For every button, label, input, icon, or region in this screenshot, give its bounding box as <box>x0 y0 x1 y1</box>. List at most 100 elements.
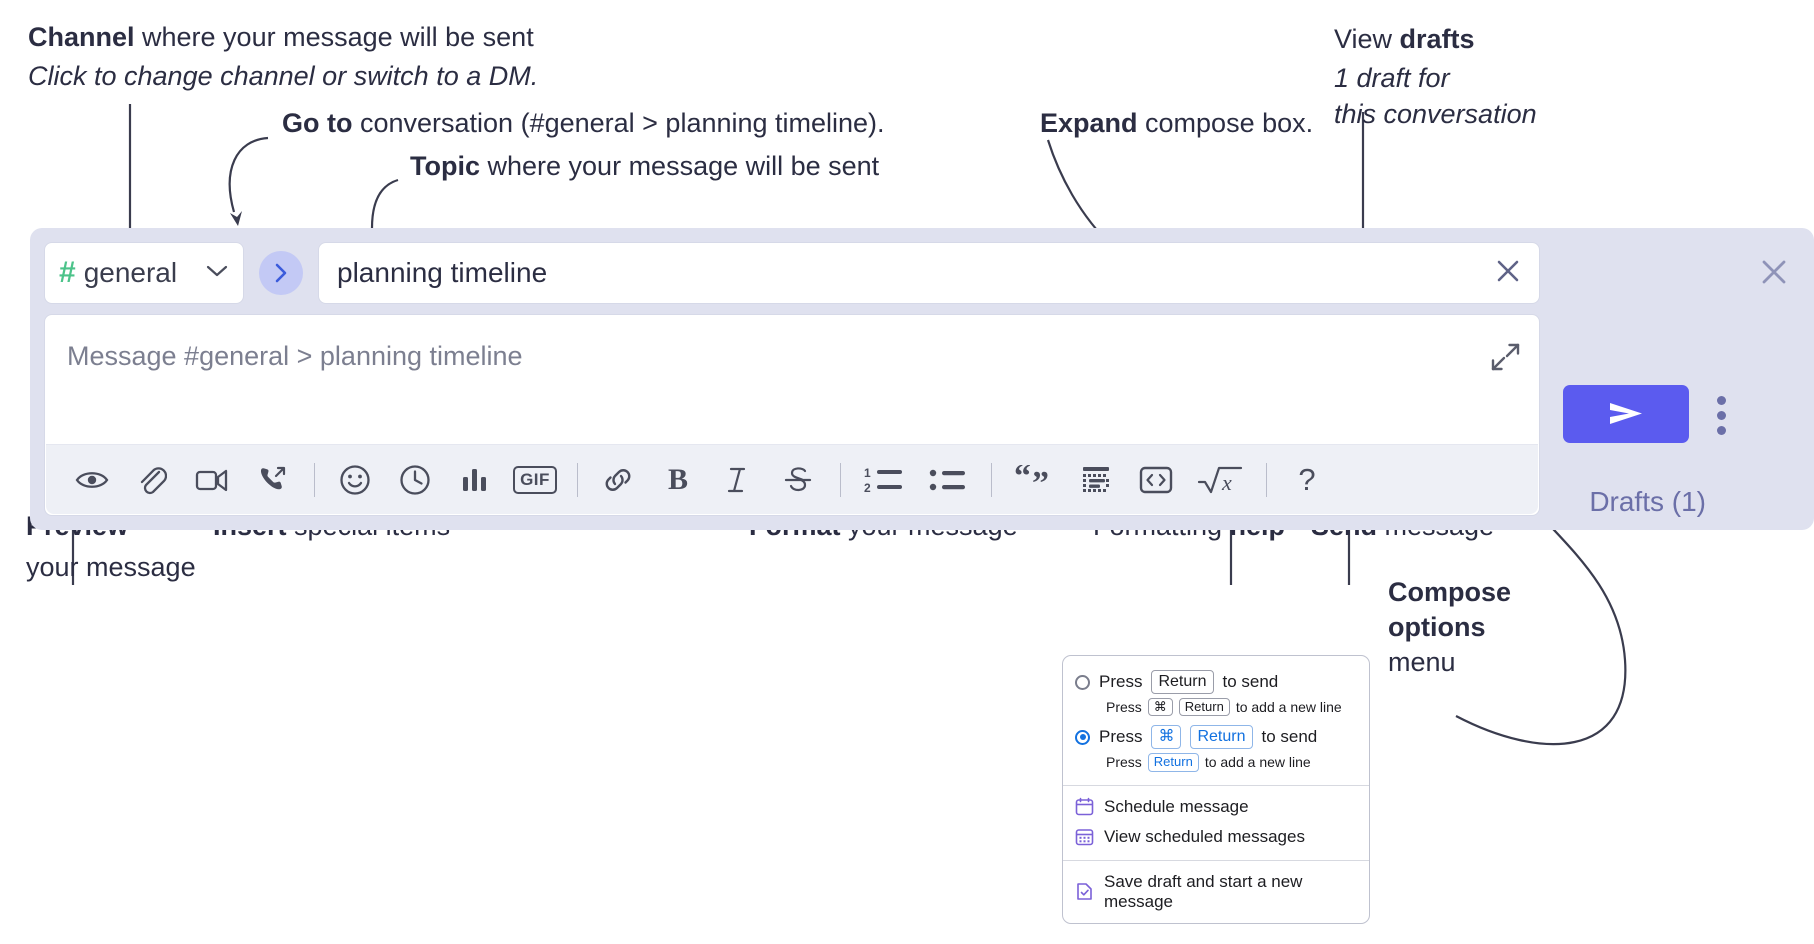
preview-icon[interactable] <box>68 456 116 504</box>
phone-call-icon[interactable] <box>248 456 296 504</box>
menu-item-label: Schedule message <box>1104 796 1249 816</box>
clock-icon[interactable] <box>391 456 439 504</box>
close-icon <box>1497 260 1519 281</box>
question-glyph: ? <box>1298 461 1316 497</box>
annotation-goto: Go to conversation (#general > planning … <box>282 106 885 141</box>
kebab-dot <box>1716 410 1726 420</box>
divider <box>991 462 992 497</box>
svg-text:“: “ <box>1014 465 1031 495</box>
annotation-channel-bold: Channel <box>28 22 135 52</box>
gif-icon[interactable]: GIF <box>511 456 559 504</box>
video-camera-icon[interactable] <box>188 456 236 504</box>
topic-value: planning timeline <box>337 257 548 288</box>
math-sqrt-icon[interactable]: x <box>1192 456 1248 504</box>
kebab-dot <box>1716 425 1726 435</box>
opt1-sub-post: to add a new line <box>1235 699 1342 716</box>
attachment-icon[interactable] <box>128 456 176 504</box>
channel-name: general <box>83 257 178 288</box>
expand-icon <box>1491 343 1520 371</box>
inline-code-icon[interactable] <box>1132 456 1180 504</box>
bold-glyph: B <box>667 462 688 496</box>
gif-label: GIF <box>513 465 557 494</box>
send-paper-plane-icon <box>1610 403 1642 424</box>
divider <box>577 462 578 497</box>
kbd-command: ⌘ <box>1151 725 1182 750</box>
italic-icon[interactable] <box>714 456 762 504</box>
kbd-return: Return <box>1190 725 1253 750</box>
send-option-cmd-return-main: Press ⌘ Return to send <box>1075 725 1357 750</box>
annotation-channel-italic: Click to change channel or switch to a D… <box>28 60 539 91</box>
radio-cmd-return[interactable] <box>1075 729 1090 745</box>
menu-item-label: View scheduled messages <box>1104 826 1305 846</box>
send-option-cmd-return-sub: Press Return to add a new line <box>1075 753 1357 772</box>
annotation-drafts-italic2: this conversation <box>1334 99 1537 130</box>
goto-conversation-button[interactable] <box>259 251 303 295</box>
close-compose-button[interactable] <box>1756 254 1792 295</box>
calendar-grid-icon <box>1075 827 1094 846</box>
annotation-topic: Topic where your message will be sent <box>410 149 879 184</box>
annotation-topic-rest: where your message will be sent <box>480 151 880 181</box>
menu-divider <box>1063 859 1369 861</box>
kbd-return: Return <box>1178 698 1230 717</box>
drafts-link[interactable]: Drafts (1) <box>1589 486 1706 517</box>
expand-compose-button[interactable] <box>1489 341 1521 378</box>
compose-panel: # general planning timeline Message #gen… <box>30 228 1814 530</box>
help-question-icon[interactable]: ? <box>1283 456 1331 504</box>
bold-icon[interactable]: B <box>654 456 702 504</box>
opt2-post: to send <box>1261 727 1318 747</box>
divider <box>1266 462 1267 497</box>
kbd-return: Return <box>1151 670 1214 694</box>
menu-item-save-draft[interactable]: Save draft and start a new message <box>1063 867 1369 917</box>
menu-item-view-scheduled-messages[interactable]: View scheduled messages <box>1063 822 1369 852</box>
opt2-sub-pre: Press <box>1106 754 1142 771</box>
radio-return[interactable] <box>1075 674 1090 690</box>
annotation-drafts-italic1: 1 draft for <box>1334 62 1450 93</box>
compose-options-button[interactable] <box>1706 393 1736 437</box>
annotation-compose-options: Compose options menu <box>1388 575 1511 680</box>
message-placeholder: Message #general > planning timeline <box>67 341 523 371</box>
send-button[interactable] <box>1563 385 1689 443</box>
annotation-compose-bold2: options <box>1388 612 1486 643</box>
annotation-goto-rest: conversation (#general > planning timeli… <box>352 108 885 138</box>
topic-input[interactable]: planning timeline <box>318 242 1540 304</box>
strikethrough-icon[interactable] <box>774 456 822 504</box>
opt1-pre: Press <box>1099 672 1143 691</box>
link-icon[interactable] <box>594 456 642 504</box>
svg-text:”: ” <box>1032 465 1049 495</box>
code-block-icon[interactable] <box>1072 456 1120 504</box>
opt2-pre: Press <box>1099 727 1143 747</box>
annotation-expand-rest: compose box. <box>1137 108 1314 138</box>
emoji-smiley-icon[interactable] <box>331 456 379 504</box>
send-option-return-main: Press Return to send <box>1075 670 1357 694</box>
menu-divider <box>1063 784 1369 786</box>
annotation-channel-rest: where your message will be sent <box>134 22 534 52</box>
kbd-command: ⌘ <box>1147 698 1173 717</box>
bulleted-list-icon[interactable] <box>923 456 973 504</box>
compose-inner: # general planning timeline Message #gen… <box>44 242 1540 516</box>
annotation-expand-bold: Expand <box>1040 108 1138 138</box>
poll-bar-chart-icon[interactable] <box>451 456 499 504</box>
annotation-topic-bold: Topic <box>410 151 480 181</box>
send-option-cmd-return[interactable]: Press ⌘ Return to send Press Return to a… <box>1063 721 1369 776</box>
svg-text:x: x <box>1221 470 1232 495</box>
divider <box>840 462 841 497</box>
send-option-return[interactable]: Press Return to send Press ⌘ Return to a… <box>1063 666 1369 721</box>
divider <box>314 462 315 497</box>
annotation-channel: Channel where your message will be sent … <box>28 20 538 93</box>
svg-text:1: 1 <box>864 466 871 480</box>
channel-selector[interactable]: # general <box>44 242 244 304</box>
hash-icon: # <box>59 256 76 289</box>
chevron-down-icon <box>205 263 229 284</box>
topic-clear-button[interactable] <box>1491 254 1525 293</box>
close-icon <box>1762 260 1786 284</box>
message-input-box[interactable]: Message #general > planning timeline <box>44 314 1540 516</box>
menu-item-schedule-message[interactable]: Schedule message <box>1063 792 1369 822</box>
blockquote-icon[interactable]: “” <box>1008 456 1060 504</box>
svg-text:2: 2 <box>864 481 871 495</box>
annotation-drafts-bold: drafts <box>1399 24 1475 54</box>
annotation-compose-bold1: Compose <box>1388 577 1512 607</box>
annotation-preview-rest: your message <box>26 551 196 582</box>
menu-item-label: Save draft and start a new message <box>1104 871 1303 911</box>
